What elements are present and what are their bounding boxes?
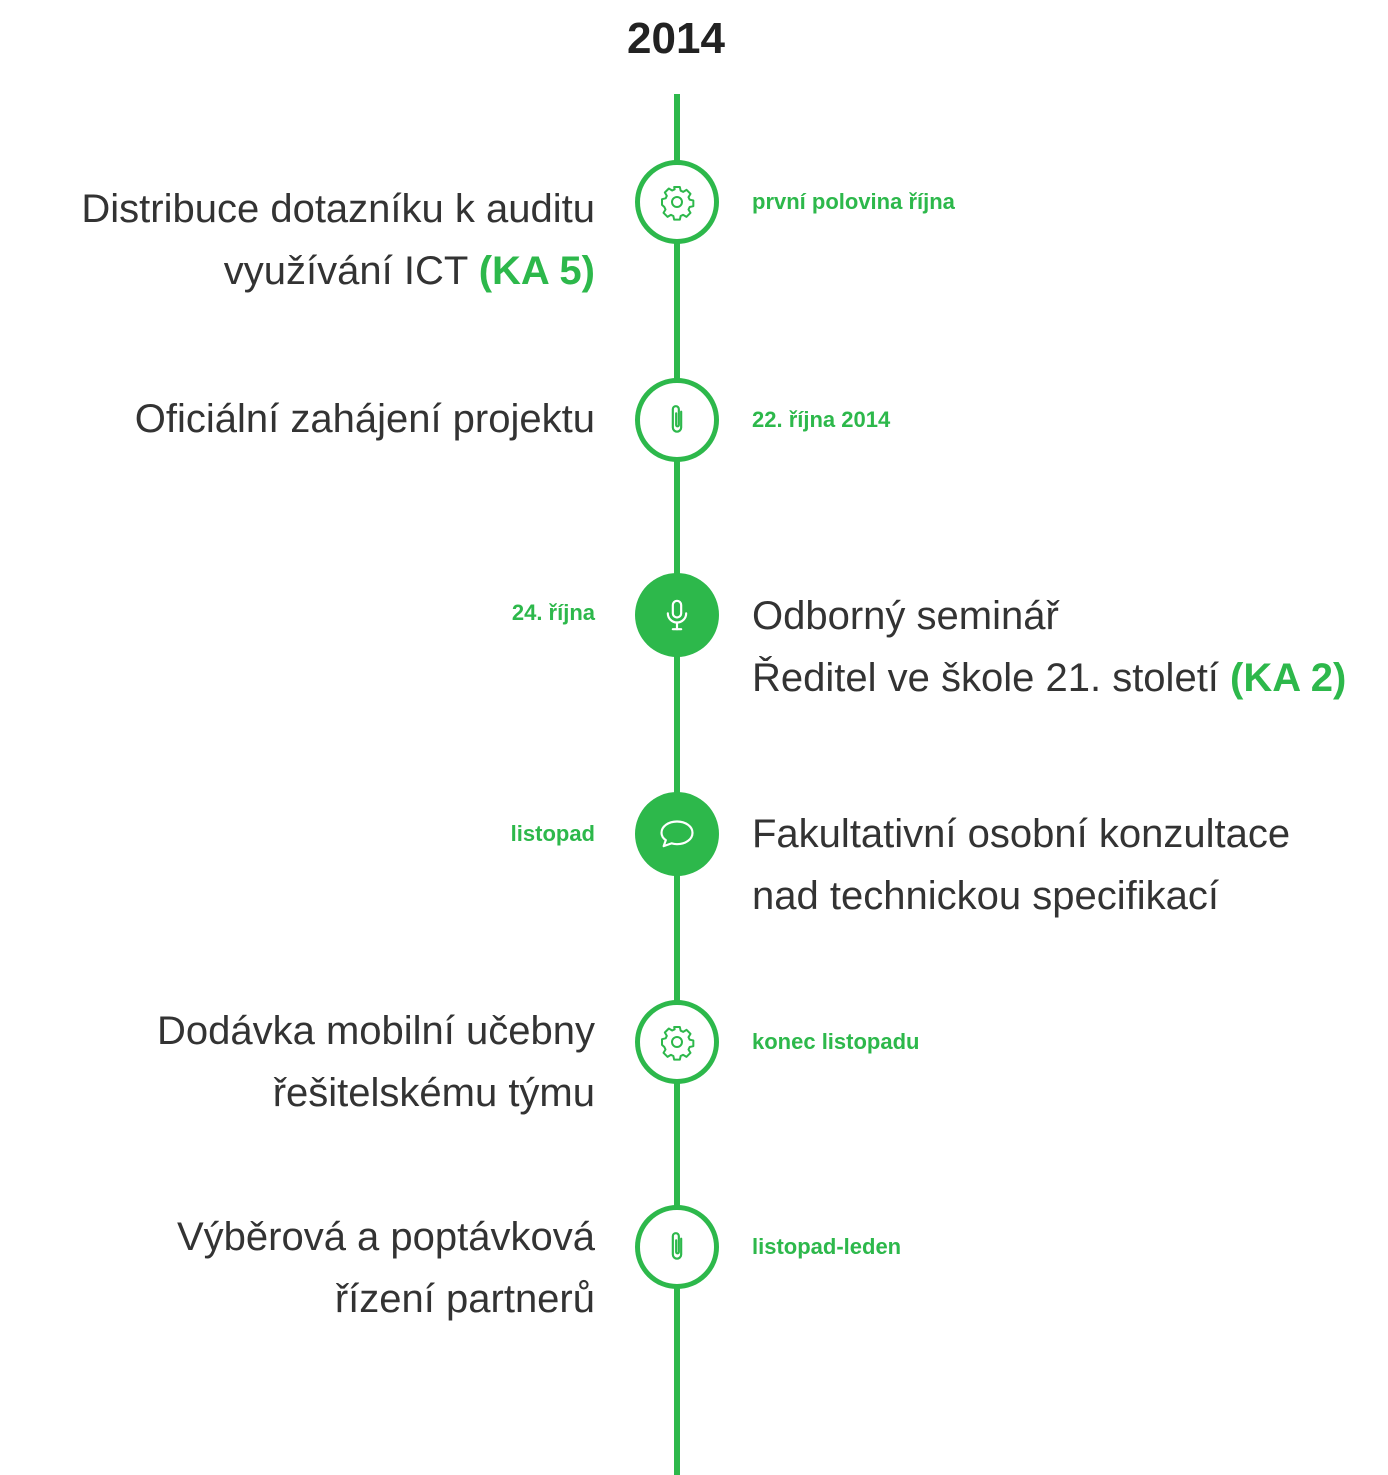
event-6-title-line-1: Výběrová a poptávková bbox=[176, 1215, 595, 1259]
timeline-node-5 bbox=[635, 1000, 719, 1084]
paperclip-icon bbox=[671, 405, 683, 433]
event-3-title: Odborný seminář Ředitel ve škole 21. sto… bbox=[752, 585, 1346, 709]
event-3-title-line-2: Ředitel ve škole 21. století bbox=[752, 656, 1231, 700]
gear-icon bbox=[661, 1026, 695, 1061]
timeline-node-3 bbox=[635, 573, 719, 657]
event-2-title-line-1: Oficiální zahájení projektu bbox=[134, 397, 595, 441]
event-4-title-line-1: Fakultativní osobní konzultace bbox=[752, 812, 1291, 856]
event-4-title: Fakultativní osobní konzultace nad techn… bbox=[752, 803, 1290, 927]
event-6-title: Výběrová a poptávková řízení partnerů bbox=[177, 1206, 595, 1330]
event-5-title: Dodávka mobilní učebny řešitelskému týmu bbox=[157, 1000, 595, 1124]
event-4-title-line-2: nad technickou specifikací bbox=[752, 874, 1219, 918]
event-1-title: Distribuce dotazníku k auditu využívání … bbox=[81, 178, 595, 302]
event-5-date: konec listopadu bbox=[752, 1029, 920, 1054]
speech-bubble-icon bbox=[660, 820, 694, 848]
event-1-title-line-2: využívání ICT bbox=[223, 249, 479, 293]
timeline-node-6 bbox=[635, 1205, 719, 1289]
gear-icon bbox=[661, 186, 695, 221]
event-6-title-line-2: řízení partnerů bbox=[334, 1277, 595, 1321]
event-2-title: Oficiální zahájení projektu bbox=[135, 388, 595, 450]
event-5-title-line-1: Dodávka mobilní učebny bbox=[156, 1009, 595, 1053]
timeline-node-2 bbox=[635, 378, 719, 462]
paperclip-icon bbox=[671, 1232, 683, 1260]
event-1-tag: (KA 5) bbox=[478, 249, 595, 293]
microphone-icon bbox=[666, 599, 688, 631]
year-heading: 2014 bbox=[627, 14, 725, 63]
event-4-date: listopad bbox=[510, 821, 595, 846]
timeline-node-4 bbox=[635, 792, 719, 876]
timeline-node-1 bbox=[635, 160, 719, 244]
event-1-title-line-1: Distribuce dotazníku k auditu bbox=[81, 187, 595, 231]
event-5-title-line-2: řešitelskému týmu bbox=[272, 1071, 595, 1115]
event-1-date: první polovina října bbox=[752, 189, 955, 214]
event-2-date: 22. října 2014 bbox=[752, 407, 891, 432]
event-3-tag: (KA 2) bbox=[1230, 656, 1347, 700]
event-3-title-line-1: Odborný seminář bbox=[752, 594, 1059, 638]
event-6-date: listopad-leden bbox=[752, 1234, 902, 1259]
event-3-date: 24. října bbox=[511, 600, 595, 625]
timeline-axis bbox=[674, 94, 680, 1475]
